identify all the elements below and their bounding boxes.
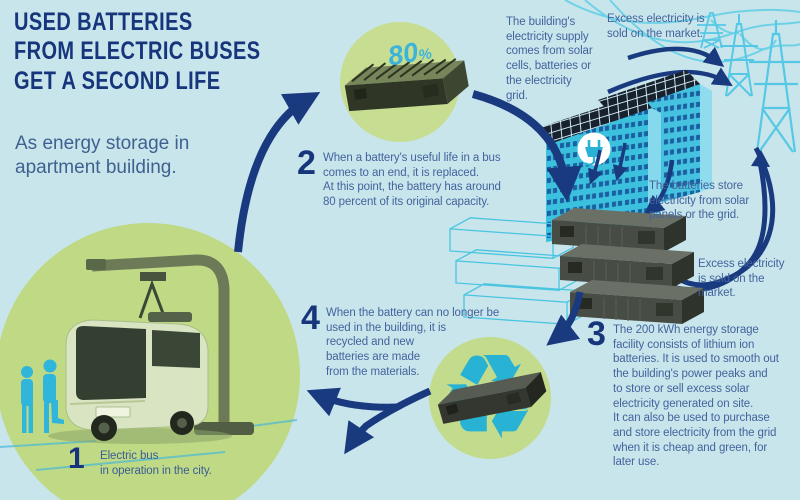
arrow-step4-to-step1 [306, 387, 432, 455]
solar-panel-icon [538, 94, 652, 144]
arrow-step2-to-building [471, 90, 582, 203]
step-1-number: 1 [68, 442, 85, 475]
battery-icon [344, 58, 469, 112]
person-icon [43, 359, 64, 433]
arrow-solar-to-building [588, 142, 628, 185]
arrow-batteries-to-step4 [546, 291, 584, 346]
battery-icon [437, 371, 547, 424]
callout-building-supply: The building's electricity supply comes … [506, 16, 593, 102]
arrow-step1-to-step2 [234, 92, 321, 253]
battery-stack-icon [552, 208, 704, 324]
callout-batteries-store: The batteries store electricity from sol… [649, 180, 750, 222]
bus-icon [65, 312, 209, 441]
arrow-building-to-market [607, 46, 733, 95]
bus-scene [0, 254, 298, 471]
page-title: USED BATTERIES FROM ELECTRIC BUSES GET A… [14, 8, 261, 95]
step-4-number: 4 [301, 299, 320, 337]
step-2-number: 2 [297, 144, 316, 182]
pylon-icon [749, 20, 800, 153]
step-1-caption: Electric bus in operation in the city. [100, 450, 212, 477]
person-icon [21, 366, 33, 433]
plug-icon [577, 132, 611, 166]
power-lines [564, 0, 800, 63]
step-3-number: 3 [587, 315, 606, 353]
step-2-caption: When a battery's useful life in a bus co… [323, 152, 501, 209]
callout-excess-top: Excess electricity is sold on the market… [607, 13, 705, 40]
battery-capacity-unit: % [417, 45, 434, 65]
callout-excess-right: Excess electricity is sold on the market… [698, 258, 785, 300]
building-icon [538, 70, 712, 242]
pylon-icon [697, 12, 726, 49]
arrow-building-to-batteries [643, 159, 675, 216]
step-3-caption: The 200 kWh energy storage facility cons… [613, 324, 779, 469]
step-4-caption: When the battery can no longer be used i… [326, 307, 500, 378]
page-subtitle: As energy storage in apartment building. [15, 133, 190, 178]
battery-capacity-value: 80 [385, 36, 421, 72]
